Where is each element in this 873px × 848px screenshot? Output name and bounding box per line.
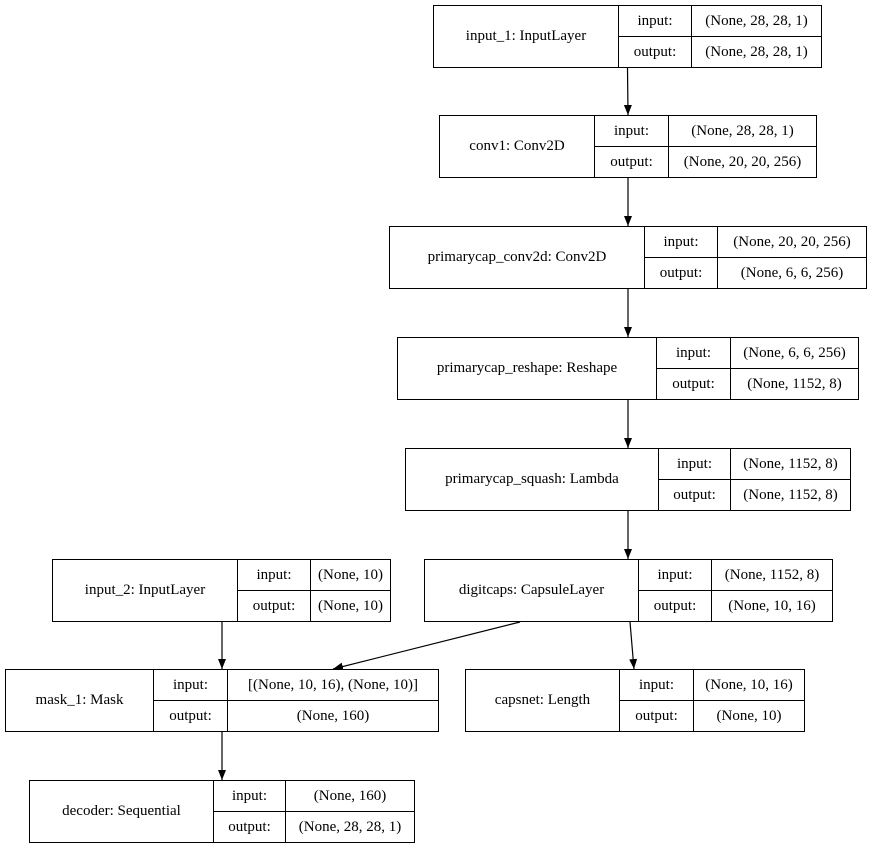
node-primarycap_reshape: primarycap_reshape: Reshape input: output… xyxy=(397,337,859,400)
input-label: input: xyxy=(619,6,691,37)
node-input_2: input_2: InputLayer input: output: (None,… xyxy=(52,559,391,622)
input-shape: (None, 28, 28, 1) xyxy=(669,116,816,147)
output-shape: (None, 1152, 8) xyxy=(747,375,842,392)
node-capsnet: capsnet: Length input: output: (None, 10,… xyxy=(465,669,805,732)
input-label: input: xyxy=(639,560,711,591)
output-label: output: xyxy=(659,264,703,281)
output-shape: (None, 1152, 8) xyxy=(743,486,838,503)
input-label: input: xyxy=(238,560,310,591)
output-label: output: xyxy=(252,597,296,614)
output-shape: (None, 6, 6, 256) xyxy=(740,264,844,281)
input-label: input: xyxy=(154,670,227,701)
node-primarycap_squash: primarycap_squash: Lambda input:output: … xyxy=(405,448,851,511)
node-primarycap_conv2d: primarycap_conv2d: Conv2D input:output: … xyxy=(389,226,867,289)
node-name: capsnet: Length xyxy=(466,670,620,731)
output-shape: (None, 20, 20, 256) xyxy=(683,153,802,170)
input-shape: [(None, 10, 16), (None, 10)] xyxy=(228,670,438,701)
node-name: conv1: Conv2D xyxy=(440,116,595,177)
node-decoder: decoder: Sequential input: output: (None,… xyxy=(29,780,415,843)
node-name: input_1: InputLayer xyxy=(434,6,619,67)
input-label: input: xyxy=(659,449,730,480)
output-label: output: xyxy=(633,43,677,60)
input-shape: (None, 10) xyxy=(311,560,390,591)
node-digitcaps: digitcaps: CapsuleLayer input: output: (N… xyxy=(424,559,833,622)
input-label: input: xyxy=(620,670,693,701)
input-shape: (None, 160) xyxy=(286,781,414,812)
edge-digitcaps-to-capsnet xyxy=(629,621,638,670)
edge-input_1-to-conv1 xyxy=(623,67,632,116)
input-shape: (None, 28, 28, 1) xyxy=(692,6,821,37)
output-label: output: xyxy=(672,375,715,392)
output-label: output: xyxy=(169,707,212,724)
input-shape: (None, 1152, 8) xyxy=(731,449,850,480)
input-label: input: xyxy=(645,227,717,258)
edge-digitcaps-to-mask_1 xyxy=(332,621,521,671)
input-shape: (None, 1152, 8) xyxy=(712,560,832,591)
node-name: primarycap_conv2d: Conv2D xyxy=(390,227,645,288)
node-name: digitcaps: CapsuleLayer xyxy=(425,560,639,621)
output-label: output: xyxy=(673,486,716,503)
node-mask_1: mask_1: Mask input: output: [(None, 10, 1… xyxy=(5,669,439,732)
node-input_1: input_1: InputLayer input: output: (None,… xyxy=(433,5,822,68)
output-label: output: xyxy=(635,707,678,724)
output-shape: (None, 28, 28, 1) xyxy=(705,43,808,60)
input-label: input: xyxy=(595,116,668,147)
output-label: output: xyxy=(610,153,653,170)
output-shape: (None, 28, 28, 1) xyxy=(298,818,402,835)
input-label: input: xyxy=(214,781,285,812)
output-shape: (None, 10) xyxy=(318,597,383,614)
output-shape: (None, 10, 16) xyxy=(728,597,816,614)
node-name: input_2: InputLayer xyxy=(53,560,238,621)
output-shape: (None, 10) xyxy=(716,707,782,724)
node-name: primarycap_squash: Lambda xyxy=(406,449,659,510)
node-name: mask_1: Mask xyxy=(6,670,154,731)
output-shape: (None, 160) xyxy=(296,707,370,724)
output-label: output: xyxy=(228,818,271,835)
node-name: decoder: Sequential xyxy=(30,781,214,842)
node-name: primarycap_reshape: Reshape xyxy=(398,338,657,399)
input-shape: (None, 20, 20, 256) xyxy=(718,227,866,258)
input-shape: (None, 10, 16) xyxy=(694,670,804,701)
node-conv1: conv1: Conv2D input: output: (None, 28, 2… xyxy=(439,115,817,178)
input-shape: (None, 6, 6, 256) xyxy=(731,338,858,369)
output-label: output: xyxy=(653,597,697,614)
input-label: input: xyxy=(657,338,730,369)
